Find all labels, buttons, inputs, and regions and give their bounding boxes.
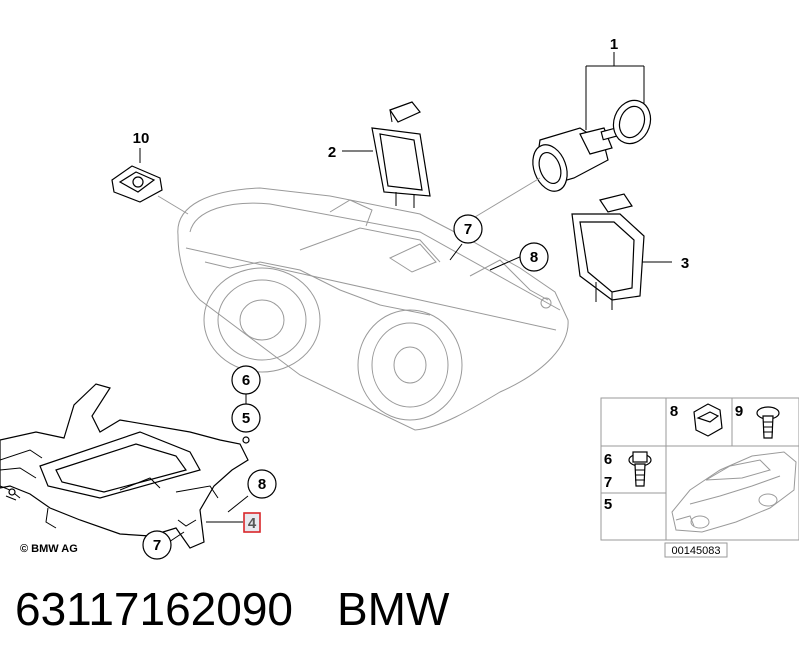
brand-name: BMW: [337, 583, 450, 635]
legend-key-8: 8: [670, 403, 678, 420]
leader-7-top: [449, 243, 463, 261]
svg-text:7: 7: [464, 221, 472, 238]
part-1-bulb-socket: [469, 52, 652, 221]
flange-screw-icon: [628, 451, 652, 487]
svg-text:00145083: 00145083: [672, 545, 721, 557]
part-number: 63117162090: [15, 583, 293, 635]
headlight-housing: [177, 187, 569, 431]
callout-8-top: 8: [519, 242, 549, 272]
callout-4-highlighted[interactable]: 4: [243, 512, 261, 533]
part-3-cover: [571, 193, 672, 310]
callout-5: 5: [231, 403, 261, 433]
legend-key-7: 7: [604, 474, 612, 491]
callout-6: 6: [231, 365, 261, 395]
callout-8-mid: 8: [247, 469, 277, 499]
caption: 63117162090 BMW: [15, 582, 449, 636]
clip-nut-icon: [693, 403, 723, 437]
legend-key-9: 9: [735, 403, 743, 420]
callout-2: 2: [328, 144, 336, 161]
part-2-cover: [342, 101, 431, 208]
copyright-text: © BMW AG: [20, 543, 78, 555]
legend-key-6: 6: [604, 451, 612, 468]
reference-code-box: 00145083: [664, 542, 728, 558]
svg-text:8: 8: [258, 476, 266, 493]
callout-7-top: 7: [453, 214, 483, 244]
svg-text:6: 6: [242, 372, 250, 389]
part-10-clip: [111, 148, 189, 215]
callout-3: 3: [681, 255, 689, 272]
part-4-bracket: [0, 383, 250, 549]
leader-8-top: [489, 255, 523, 271]
leader-8-mid: [227, 495, 249, 513]
callout-10: 10: [133, 130, 150, 147]
svg-text:5: 5: [242, 410, 250, 427]
legend-table: 8 9 6 7 5: [600, 397, 799, 541]
svg-text:4: 4: [248, 515, 257, 532]
legend-key-5: 5: [604, 496, 612, 513]
torx-screw-icon: [756, 406, 780, 439]
car-silhouette-icon: [671, 451, 797, 533]
svg-text:8: 8: [530, 249, 538, 266]
callout-1: 1: [610, 36, 618, 53]
callout-7-bottom: 7: [142, 530, 172, 560]
svg-text:7: 7: [153, 537, 161, 554]
